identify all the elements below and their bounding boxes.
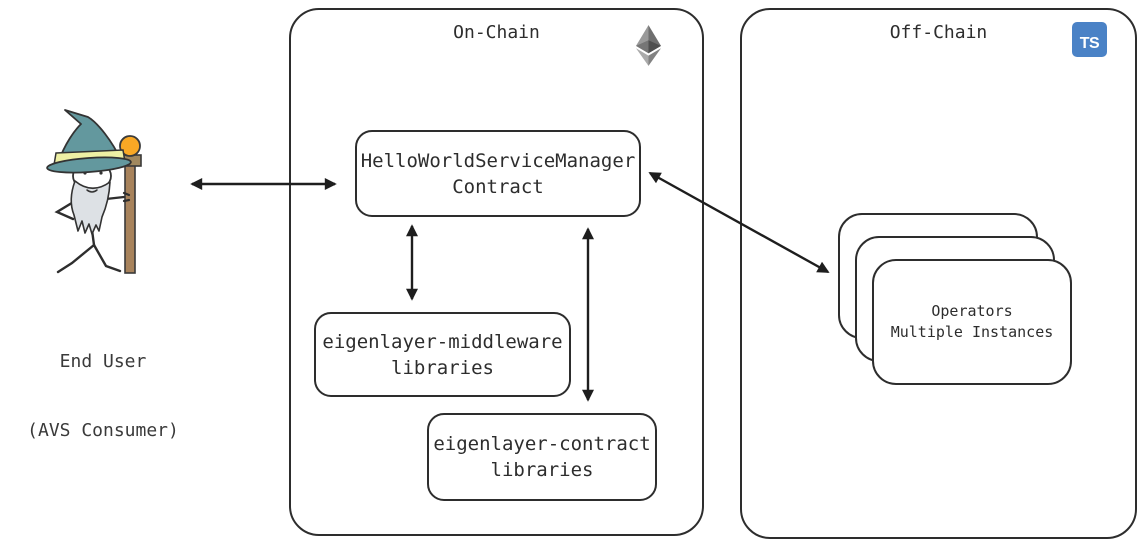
hat-brim bbox=[46, 156, 132, 174]
service-manager-line1: HelloWorldServiceManager bbox=[360, 149, 636, 172]
wizard-hat bbox=[57, 109, 122, 164]
wizard-figure bbox=[46, 109, 142, 274]
onchain-title: On-Chain bbox=[453, 22, 540, 43]
contract-line2: libraries bbox=[490, 459, 594, 481]
beard bbox=[70, 180, 111, 235]
contract-line1: eigenlayer-contract bbox=[433, 433, 651, 455]
contract-libraries-box: eigenlayer-contract libraries bbox=[427, 413, 657, 501]
offchain-container: Off-Chain bbox=[740, 8, 1137, 539]
staff bbox=[124, 164, 136, 274]
staff-orb bbox=[119, 135, 141, 157]
right-arm bbox=[104, 191, 131, 203]
right-eye bbox=[99, 171, 103, 175]
legs bbox=[56, 243, 122, 274]
operators-line2: Multiple Instances bbox=[890, 323, 1054, 341]
middleware-line1: eigenlayer-middleware bbox=[322, 330, 563, 353]
middleware-libraries-box: eigenlayer-middleware libraries bbox=[314, 312, 571, 397]
typescript-icon: TS bbox=[1072, 22, 1107, 57]
end-user-label-line1: End User bbox=[59, 351, 147, 372]
ethereum-icon bbox=[636, 25, 661, 66]
end-user-label-line2: (AVS Consumer) bbox=[27, 420, 179, 441]
offchain-title: Off-Chain bbox=[889, 22, 988, 43]
operators-box: Operators Multiple Instances bbox=[872, 259, 1072, 385]
service-manager-line2: Contract bbox=[452, 175, 544, 198]
middleware-line2: libraries bbox=[391, 356, 494, 379]
service-manager-contract-box: HelloWorldServiceManager Contract bbox=[355, 130, 641, 217]
end-user-label: End User (AVS Consumer) bbox=[8, 304, 198, 488]
typescript-icon-text: TS bbox=[1079, 35, 1100, 52]
operators-line1: Operators bbox=[931, 302, 1013, 320]
mouth bbox=[86, 189, 98, 193]
